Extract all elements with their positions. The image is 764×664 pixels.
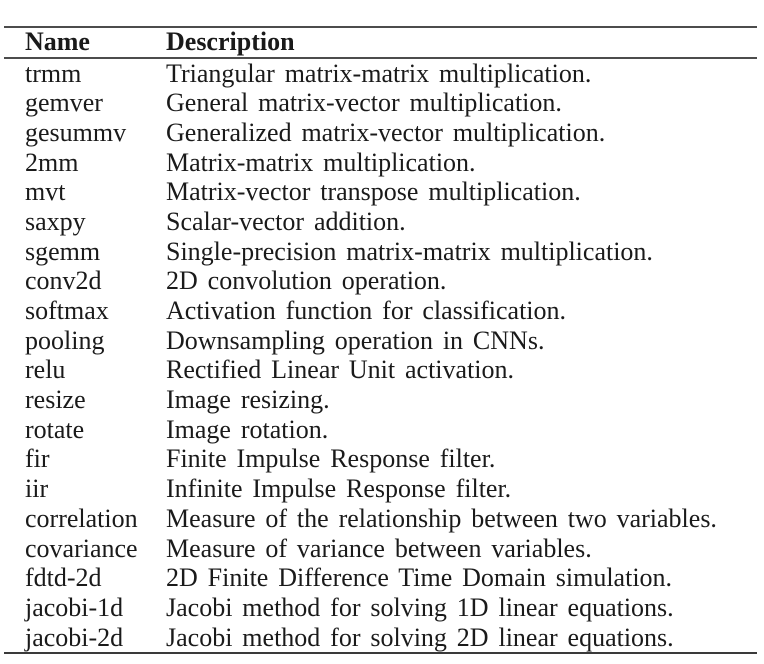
benchmark-name-cell: iir <box>25 474 49 504</box>
benchmark-name-cell: softmax <box>25 296 109 325</box>
table-row: resize Image resizing. <box>4 385 757 415</box>
benchmark-name-cell: covariance <box>25 533 138 563</box>
table-row: relu Rectified Linear Unit activation. <box>4 355 757 385</box>
table-row: correlation Measure of the relationship … <box>4 504 757 534</box>
benchmark-name-cell: saxpy <box>25 206 86 236</box>
benchmark-name-cell: trmm <box>25 58 82 88</box>
benchmark-name-cell: pooling <box>25 325 105 355</box>
benchmark-name-cell: jacobi-2d <box>25 622 124 652</box>
table-row: iir Infinite Impulse Response filter. <box>4 474 757 504</box>
benchmark-description-cell: Triangular matrix-matrix multiplication. <box>166 58 592 88</box>
benchmark-name-cell: resize <box>25 385 86 415</box>
benchmark-description-cell: Image rotation. <box>166 414 329 444</box>
benchmark-name-cell: jacobi-1d <box>25 592 124 622</box>
benchmark-name-cell: conv2d <box>25 266 102 296</box>
benchmark-name-cell: fdtd-2d <box>25 563 102 593</box>
benchmark-name-cell: mvt <box>25 177 66 207</box>
table-row: gesummv Generalized matrix-vector multip… <box>4 118 757 148</box>
benchmark-name-cell: relu <box>25 355 66 385</box>
benchmark-table: Name Description trmm Triangular matrix-… <box>4 26 757 655</box>
benchmark-name-cell: 2mm <box>25 147 79 177</box>
benchmark-name-cell: gemver <box>25 88 103 118</box>
benchmark-description-cell: 2D Finite Difference Time Domain simulat… <box>166 563 673 593</box>
table-row: jacobi-2d Jacobi method for solving 2D l… <box>4 623 757 653</box>
table-row: rotate Image rotation. <box>4 415 757 445</box>
table-row: pooling Downsampling operation in CNNs. <box>4 326 757 356</box>
benchmark-name-cell: fir <box>25 444 50 474</box>
table-row: 2mm Matrix-matrix multiplication. <box>4 148 757 178</box>
benchmark-description-cell: Infinite Impulse Response filter. <box>166 474 512 504</box>
benchmark-name-cell: correlation <box>25 503 138 533</box>
table-row: trmm Triangular matrix-matrix multiplica… <box>4 59 757 89</box>
benchmark-description-cell: 2D convolution operation. <box>166 266 447 296</box>
table-row: saxpy Scalar-vector addition. <box>4 207 757 237</box>
benchmark-description-cell: Generalized matrix-vector multiplication… <box>166 117 606 147</box>
benchmark-description-cell: Single-precision matrix-matrix multiplic… <box>166 236 653 266</box>
table-body: trmm Triangular matrix-matrix multiplica… <box>4 59 757 655</box>
benchmark-name-cell: sgemm <box>25 236 101 266</box>
column-header-name: Name <box>25 27 90 56</box>
benchmark-description-cell: Jacobi method for solving 2D linear equa… <box>166 622 674 652</box>
table-row: fdtd-2d 2D Finite Difference Time Domain… <box>4 563 757 593</box>
benchmark-description-cell: Measure of the relationship between two … <box>166 503 717 533</box>
benchmark-description-cell: Matrix-vector transpose multiplication. <box>166 177 581 207</box>
table-row: softmax Activation function for classifi… <box>4 296 757 326</box>
table-row: covariance Measure of variance between v… <box>4 534 757 564</box>
benchmark-description-cell: Downsampling operation in CNNs. <box>166 325 545 355</box>
benchmark-description-cell: Scalar-vector addition. <box>166 206 406 236</box>
table-header-row: Name Description <box>4 27 757 59</box>
benchmark-name-cell: rotate <box>25 414 85 444</box>
benchmark-description-cell: Jacobi method for solving 1D linear equa… <box>166 592 674 622</box>
benchmark-description-cell: General matrix-vector multiplication. <box>166 88 562 118</box>
benchmark-description-cell: Activation function for classification. <box>166 296 567 325</box>
table-row: conv2d 2D convolution operation. <box>4 266 757 296</box>
table-row: gemver General matrix-vector multiplicat… <box>4 88 757 118</box>
benchmark-description-cell: Matrix-matrix multiplication. <box>166 147 476 177</box>
table-row: mvt Matrix-vector transpose multiplicati… <box>4 177 757 207</box>
benchmark-description-cell: Rectified Linear Unit activation. <box>166 355 515 385</box>
benchmark-description-cell: Finite Impulse Response filter. <box>166 444 496 474</box>
benchmark-description-cell: Image resizing. <box>166 385 330 415</box>
benchmark-description-cell: Measure of variance between variables. <box>166 533 592 563</box>
table-row: jacobi-1d Jacobi method for solving 1D l… <box>4 593 757 623</box>
table-row: sgemm Single-precision matrix-matrix mul… <box>4 237 757 267</box>
table-row: fir Finite Impulse Response filter. <box>4 444 757 474</box>
column-header-description: Description <box>166 27 295 56</box>
benchmark-name-cell: gesummv <box>25 117 127 147</box>
